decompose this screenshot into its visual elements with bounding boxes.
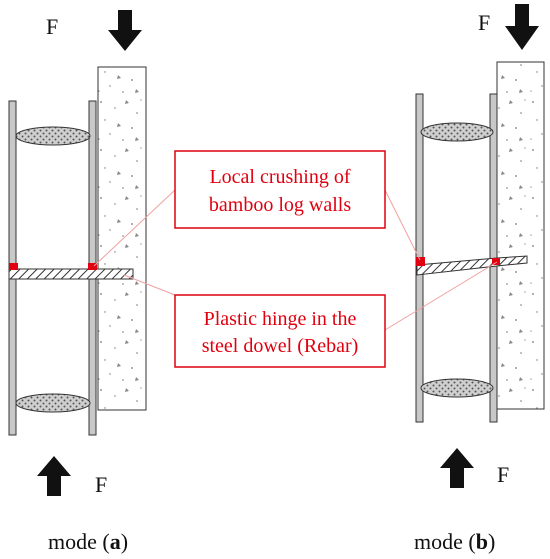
force-label-bottom-b: F (497, 462, 509, 487)
force-arrow-up-b (440, 448, 474, 488)
leader-hinge-a (123, 274, 176, 296)
bamboo-node-top-a (15, 126, 91, 146)
bamboo-node-bottom-a (15, 393, 91, 413)
leader-crushing-b (384, 189, 421, 261)
leader-lines (93, 189, 498, 331)
crushing-marker-right-b (492, 258, 500, 265)
mode-a-figure: F F mode (a) (8, 10, 147, 554)
force-arrow-up-a (37, 456, 71, 496)
force-label-top-b: F (478, 10, 490, 35)
callout-crushing-line2: bamboo log walls (209, 194, 351, 216)
steel-dowel-a (8, 268, 134, 280)
crushing-marker-left-b (416, 257, 425, 266)
force-label-bottom-a: F (95, 472, 107, 497)
callout-crushing-line1: Local crushing of (209, 166, 350, 188)
mode-b-figure: F F mode (b) (414, 4, 545, 554)
concrete-slab-a (97, 66, 147, 411)
callout-hinge-line2: steel dowel (Rebar) (202, 335, 359, 357)
callout-hinge-line1: Plastic hinge in the (204, 308, 357, 330)
callout-crushing-box (174, 150, 386, 229)
crushing-marker-right-a (88, 263, 97, 270)
caption-mode-b: mode (b) (414, 529, 495, 554)
caption-mode-a: mode (a) (48, 529, 128, 554)
force-arrow-down-b (505, 4, 539, 50)
bamboo-node-bottom-b (420, 378, 494, 398)
callout-hinge-box (174, 294, 386, 368)
crushing-marker-left-a (9, 263, 18, 270)
force-label-top-a: F (46, 14, 58, 39)
leader-crushing-a (93, 189, 176, 267)
bamboo-node-top-b (420, 122, 494, 142)
concrete-slab-b (496, 61, 545, 410)
leader-hinge-b (384, 261, 498, 331)
callout-hinge: Plastic hinge in the steel dowel (Rebar) (174, 294, 386, 368)
force-arrow-down-a (108, 10, 142, 51)
callout-crushing: Local crushing of bamboo log walls (174, 150, 386, 229)
